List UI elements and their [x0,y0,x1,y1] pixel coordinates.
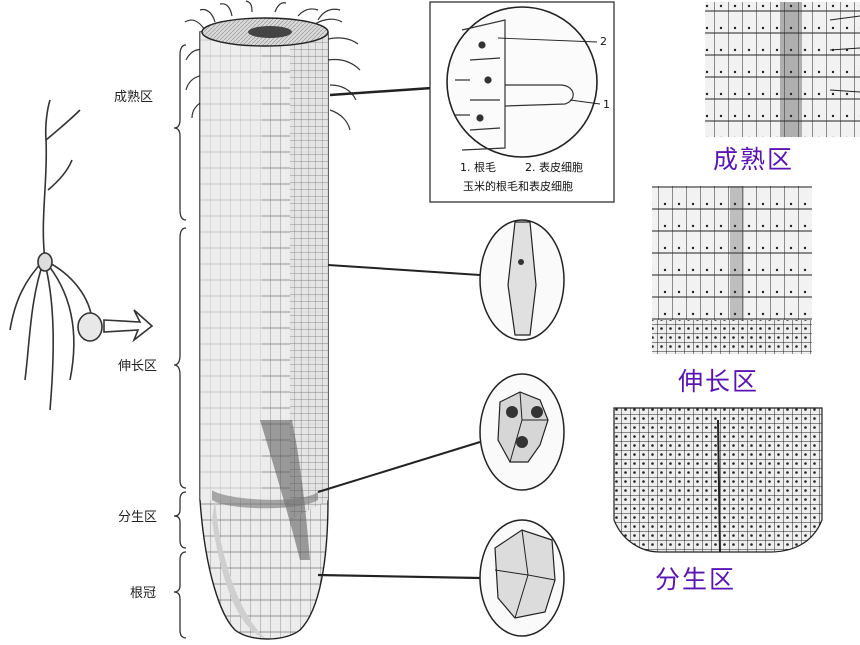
inset-marker-1: 1 [603,98,610,111]
root-longitudinal-section [199,17,329,640]
micrograph-maturation [705,2,860,137]
inset-legend-epidermal: 2. 表皮细胞 [525,160,583,174]
seedling-illustration [9,99,154,411]
micrograph-meristem [613,407,823,553]
micrograph-label-meristem: 分生区 [655,565,736,594]
micrograph-elongation [652,186,812,354]
inset-epidermal-cells [455,19,574,151]
inset-root-hair-box: 2 1 1. 根毛 2. 表皮细胞 玉米的根毛和表皮细胞 [429,1,615,203]
leader-lines [317,86,481,580]
label-elongation-zone: 伸长区 [118,359,157,374]
meristem-cell-detail [479,373,565,491]
zone-brackets [173,44,187,639]
elongated-cell-detail [479,219,565,341]
micrograph-label-elongation: 伸长区 [678,367,759,396]
root-cap-cell-detail [479,519,565,637]
inset-legend-root-hair: 1. 根毛 [460,160,496,174]
inset-caption: 玉米的根毛和表皮细胞 [463,179,573,193]
inset-marker-2: 2 [600,35,607,48]
micrograph-label-maturation: 成熟区 [713,145,794,174]
label-root-cap: 根冠 [130,586,156,601]
label-maturation-zone: 成熟区 [114,89,153,105]
label-meristem-zone: 分生区 [118,510,157,525]
